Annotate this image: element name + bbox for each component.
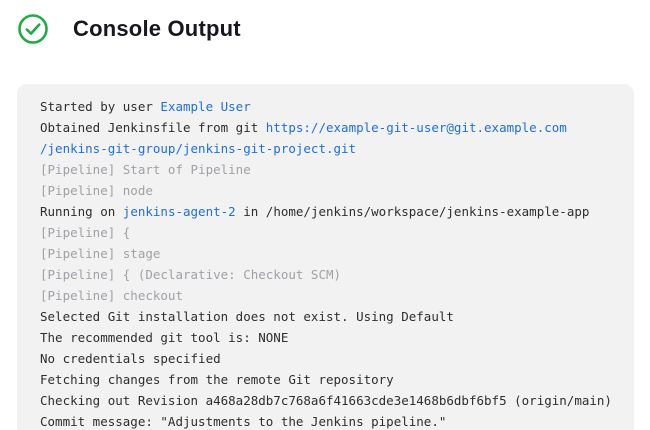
page-header: Console Output bbox=[17, 13, 241, 45]
console-line: Fetching changes from the remote Git rep… bbox=[40, 369, 614, 390]
console-line: [Pipeline] { (Declarative: Checkout SCM) bbox=[40, 264, 614, 285]
console-line: Started by user Example User bbox=[40, 96, 614, 117]
console-link[interactable]: Example User bbox=[160, 99, 251, 114]
pipeline-label: [Pipeline] { bbox=[40, 225, 131, 240]
console-line: Selected Git installation does not exist… bbox=[40, 306, 614, 327]
console-text: Started by user bbox=[40, 99, 161, 114]
console-line: [Pipeline] checkout bbox=[40, 285, 614, 306]
console-line: Running on jenkins-agent-2 in /home/jenk… bbox=[40, 201, 614, 222]
console-line: [Pipeline] node bbox=[40, 180, 614, 201]
console-line: Commit message: "Adjustments to the Jenk… bbox=[40, 411, 614, 430]
console-text: Fetching changes from the remote Git rep… bbox=[40, 372, 394, 387]
pipeline-label: [Pipeline] Start of Pipeline bbox=[40, 162, 251, 177]
console-link[interactable]: https://example-git-user@git.example.com bbox=[265, 120, 567, 135]
console-text: The recommended git tool is: NONE bbox=[40, 330, 289, 345]
console-line: [Pipeline] Start of Pipeline bbox=[40, 159, 614, 180]
console-link[interactable]: jenkins-agent-2 bbox=[122, 204, 236, 219]
pipeline-label: [Pipeline] stage bbox=[40, 246, 161, 261]
console-text: Checking out Revision a468a28db7c768a6f4… bbox=[40, 393, 612, 408]
pipeline-label: [Pipeline] { (Declarative: Checkout SCM) bbox=[40, 267, 342, 282]
console-line: /jenkins-git-group/jenkins-git-project.g… bbox=[40, 138, 614, 159]
pipeline-label: [Pipeline] node bbox=[40, 183, 153, 198]
console-line: No credentials specified bbox=[40, 348, 614, 369]
console-line: Obtained Jenkinsfile from git https://ex… bbox=[40, 117, 614, 138]
success-check-circle-icon bbox=[18, 14, 48, 44]
page-title: Console Output bbox=[73, 16, 241, 41]
console-text: No credentials specified bbox=[40, 351, 221, 366]
console-line: The recommended git tool is: NONE bbox=[40, 327, 614, 348]
console-text: Commit message: "Adjustments to the Jenk… bbox=[40, 414, 447, 429]
console-text: Running on bbox=[40, 204, 123, 219]
console-link[interactable]: /jenkins-git-group/jenkins-git-project.g… bbox=[40, 141, 357, 156]
pipeline-label: [Pipeline] checkout bbox=[40, 288, 183, 303]
console-text: in /home/jenkins/workspace/jenkins-examp… bbox=[235, 204, 590, 219]
console-line: Checking out Revision a468a28db7c768a6f4… bbox=[40, 390, 614, 411]
console-text: Obtained Jenkinsfile from git bbox=[40, 120, 266, 135]
console-line: [Pipeline] stage bbox=[40, 243, 614, 264]
console-line: [Pipeline] { bbox=[40, 222, 614, 243]
console-text: Selected Git installation does not exist… bbox=[40, 309, 454, 324]
